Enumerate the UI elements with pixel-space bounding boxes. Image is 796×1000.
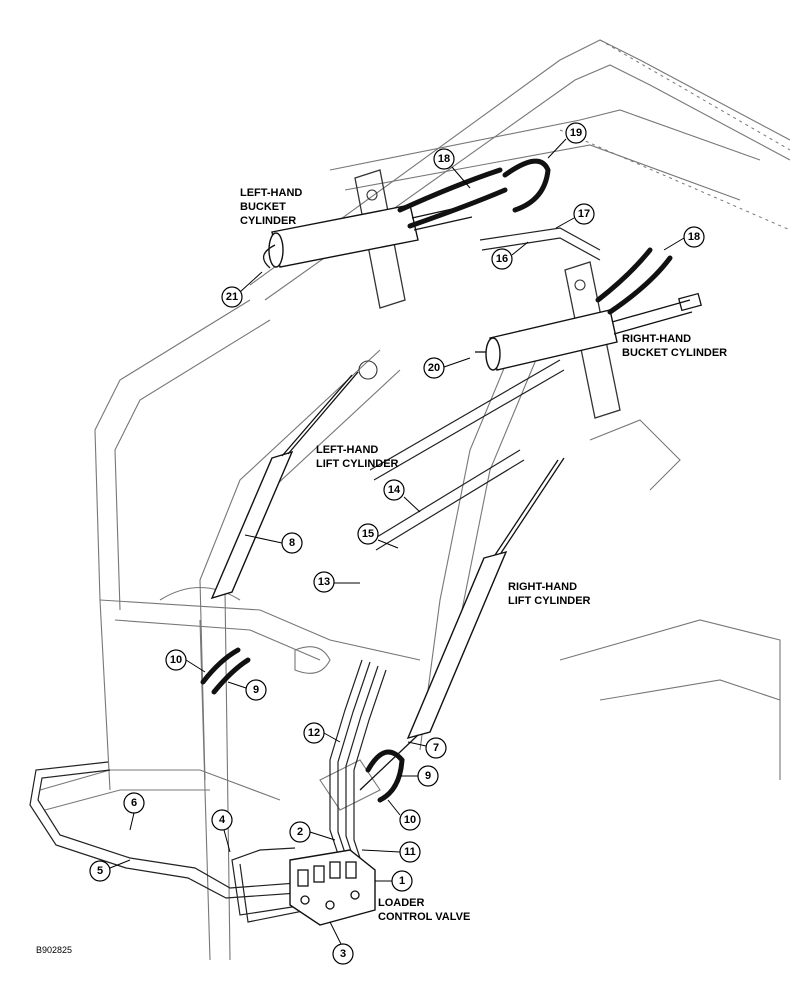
left-hand-lift-cylinder (210, 360, 378, 600)
svg-text:14: 14 (388, 484, 401, 496)
callout-19: 19 (547, 122, 587, 159)
callout-1: 1 (375, 870, 413, 892)
label-lh-bucket-cylinder: LEFT-HAND BUCKET CYLINDER (240, 187, 302, 227)
callout-3: 3 (329, 921, 354, 965)
callout-9: 9 (400, 765, 439, 787)
callout-14: 14 (383, 479, 421, 513)
svg-text:CONTROL VALVE: CONTROL VALVE (378, 911, 470, 923)
loader-control-valve (289, 849, 376, 926)
callout-13: 13 (313, 571, 360, 593)
figure-code: B902825 (36, 945, 72, 955)
label-rh-bucket-cylinder: RIGHT-HAND BUCKET CYLINDER (622, 333, 727, 359)
label-lh-lift-cylinder: LEFT-HAND LIFT CYLINDER (316, 444, 399, 470)
svg-text:LIFT CYLINDER: LIFT CYLINDER (508, 595, 591, 607)
callout-15: 15 (357, 523, 399, 549)
svg-text:BUCKET CYLINDER: BUCKET CYLINDER (622, 347, 727, 359)
callout-10: 10 (387, 799, 421, 831)
svg-text:2: 2 (297, 826, 303, 838)
svg-text:15: 15 (362, 528, 374, 540)
callout-5: 5 (89, 859, 131, 882)
svg-text:5: 5 (97, 865, 103, 877)
svg-text:18: 18 (688, 231, 700, 243)
svg-text:3: 3 (340, 948, 346, 960)
svg-text:18: 18 (438, 153, 450, 165)
callout-17: 17 (555, 203, 595, 229)
svg-text:20: 20 (428, 362, 440, 374)
svg-text:19: 19 (570, 127, 582, 139)
svg-text:CYLINDER: CYLINDER (240, 215, 296, 227)
callout-11: 11 (361, 841, 421, 863)
svg-text:BUCKET: BUCKET (240, 201, 286, 213)
svg-text:RIGHT-HAND: RIGHT-HAND (622, 333, 691, 345)
svg-text:13: 13 (318, 576, 330, 588)
svg-text:1: 1 (399, 875, 405, 887)
svg-text:8: 8 (289, 537, 295, 549)
svg-text:LIFT CYLINDER: LIFT CYLINDER (316, 458, 399, 470)
callout-10: 10 (165, 649, 206, 673)
svg-text:7: 7 (433, 742, 439, 754)
svg-text:9: 9 (253, 684, 259, 696)
callout-18: 18 (433, 148, 471, 189)
svg-text:6: 6 (131, 797, 137, 809)
label-rh-lift-cylinder: RIGHT-HAND LIFT CYLINDER (508, 581, 591, 607)
callout-6: 6 (123, 792, 145, 831)
callout-7: 7 (407, 737, 447, 759)
svg-text:LEFT-HAND: LEFT-HAND (316, 444, 378, 456)
svg-text:11: 11 (404, 846, 416, 858)
svg-text:10: 10 (170, 654, 182, 666)
callout-12: 12 (303, 722, 341, 744)
steel-tubes (29, 227, 601, 923)
svg-text:LEFT-HAND: LEFT-HAND (240, 187, 302, 199)
hoses (200, 158, 673, 803)
label-loader-control-valve: LOADER CONTROL VALVE (378, 897, 470, 923)
right-hand-bucket-cylinder (475, 292, 703, 371)
svg-text:17: 17 (578, 208, 590, 220)
left-hand-bucket-cylinder (263, 204, 473, 269)
svg-text:9: 9 (425, 770, 431, 782)
callout-9: 9 (227, 679, 267, 701)
callout-16: 16 (491, 241, 529, 270)
callout-2: 2 (289, 821, 336, 843)
callout-4: 4 (211, 809, 233, 853)
svg-text:RIGHT-HAND: RIGHT-HAND (508, 581, 577, 593)
svg-text:12: 12 (308, 727, 320, 739)
callout-21: 21 (221, 271, 263, 308)
svg-text:16: 16 (496, 253, 508, 265)
svg-text:LOADER: LOADER (378, 897, 425, 909)
callout-8: 8 (244, 532, 303, 554)
callout-20: 20 (423, 357, 471, 379)
loader-frame (39, 39, 791, 961)
svg-text:10: 10 (404, 814, 416, 826)
svg-text:4: 4 (219, 814, 226, 826)
callout-18: 18 (663, 226, 705, 251)
right-hand-lift-cylinder (359, 457, 565, 791)
svg-text:21: 21 (226, 291, 238, 303)
